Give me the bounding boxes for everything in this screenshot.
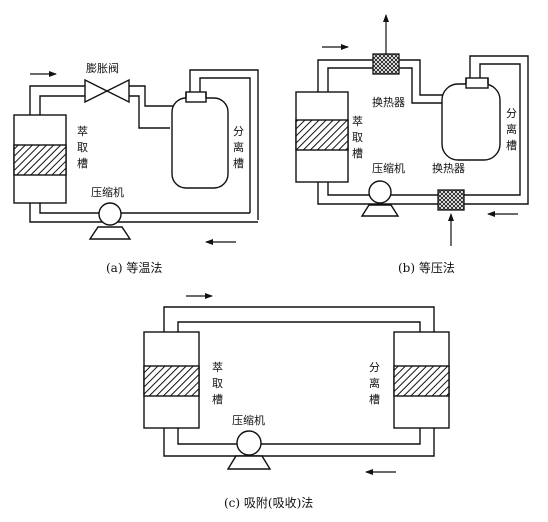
extraction-tank-c-label-2: 取 (212, 377, 223, 390)
caption-b: (b) 等压法 (398, 261, 455, 275)
compressor-b (360, 180, 400, 217)
adsorbent-bed-c-left (143, 365, 200, 397)
extraction-tank-a-label-1: 萃 (77, 125, 88, 138)
separation-tank-a-label-1: 分 (233, 125, 244, 138)
adsorbent-bed-b (295, 119, 349, 151)
separation-tank-c-label-3: 槽 (369, 393, 380, 406)
adsorbent-bed-a (13, 144, 67, 176)
separation-tank-b (441, 83, 501, 161)
compressor-a (88, 202, 132, 240)
separation-tank-c-label-1: 分 (369, 361, 380, 374)
compressor-a-label: 压缩机 (91, 185, 124, 199)
adsorbent-bed-c-right (393, 365, 450, 397)
extraction-tank-b-label-2: 取 (352, 131, 363, 144)
extraction-tank-c-label-3: 槽 (212, 393, 223, 406)
separation-tank-b-label-2: 离 (506, 122, 517, 136)
diagram-c-pipes (163, 306, 435, 457)
extraction-tank-b-label-1: 萃 (352, 115, 363, 128)
compressor-c-label: 压缩机 (232, 413, 265, 427)
heat-exchanger-b-bottom-label: 换热器 (432, 161, 465, 175)
expansion-valve-a-label: 膨胀阀 (86, 61, 119, 75)
heat-exchanger-b-top (372, 53, 400, 75)
caption-c: (c) 吸附(吸收)法 (224, 496, 313, 510)
extraction-tank-c-label-1: 萃 (212, 361, 223, 374)
heat-exchanger-b-top-label: 换热器 (372, 95, 405, 109)
separation-tank-a-label-2: 离 (233, 140, 244, 154)
diagram-b-isobaric: 换热器 换热器 萃 取 槽 分 离 槽 压缩机 (b) 等压法 (295, 14, 529, 275)
expansion-valve-a (84, 78, 130, 104)
extraction-tank-a-label-3: 槽 (77, 157, 88, 170)
extraction-tank-b-label-3: 槽 (352, 147, 363, 160)
compressor-b-label: 压缩机 (372, 161, 405, 175)
separation-tank-a-label-3: 槽 (233, 157, 244, 170)
separation-tank-b-label-1: 分 (506, 107, 517, 120)
separation-tank-c-label-2: 离 (369, 376, 380, 390)
separation-tank-a (171, 97, 229, 189)
separation-tank-b-label-3: 槽 (506, 139, 517, 152)
diagram-c-adsorption: 萃 取 槽 分 离 槽 压缩机 (c) 吸附(吸收)法 (143, 293, 450, 510)
compressor-c (226, 430, 272, 470)
extraction-tank-a-label-2: 取 (77, 141, 88, 154)
caption-a: (a) 等温法 (106, 261, 162, 275)
diagram-a-isothermal: 膨胀阀 萃 取 槽 分 离 槽 压缩机 (a) 等温法 (13, 61, 259, 275)
heat-exchanger-b-bottom (437, 189, 465, 211)
diagram-a-pipes (29, 69, 259, 223)
